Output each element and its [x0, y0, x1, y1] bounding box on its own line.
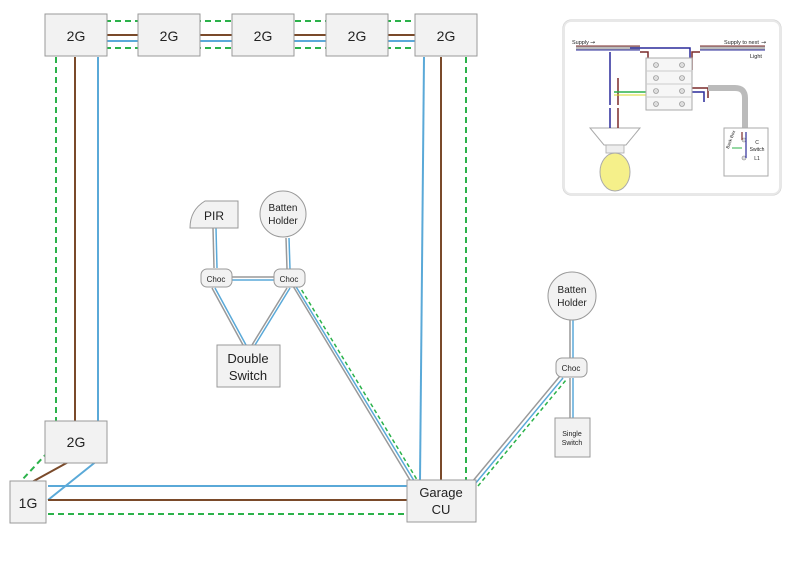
inset-light-label: Light: [750, 54, 762, 60]
inset-switch-c-label: C: [755, 140, 759, 146]
pir-to-choc-a-blue: [215, 227, 218, 269]
socket-2g-top-5: 2G: [414, 13, 478, 57]
inset-wire-to-switch-blue: [690, 91, 705, 102]
inset-wiring-diagram: C Switch L1 Back Box Supply → Supply to …: [562, 19, 782, 196]
socket-2g-top-3-label: 2G: [254, 28, 273, 44]
inset-back-box-label: Back Box: [725, 129, 736, 149]
single-switch: Single Switch: [554, 417, 591, 458]
socket-2g-left-label: 2G: [67, 434, 86, 450]
socket-2g-top-1: 2G: [44, 13, 108, 57]
batten-a-to-choc-b-blue: [288, 237, 291, 270]
inset-switch-label: Switch: [750, 147, 765, 153]
batten-holder-b: Batten Holder: [547, 271, 597, 321]
double-switch-line2: Switch: [229, 368, 267, 383]
double-switch: Double Switch: [216, 344, 281, 388]
choc-a-to-switch-grey: [211, 287, 244, 346]
choc-block-c: Choc: [555, 357, 588, 378]
spur-blue-wire: [47, 459, 99, 501]
socket-1g-label: 1G: [19, 495, 38, 511]
cu-label-line2: CU: [432, 502, 451, 517]
lighting-cables: [211, 227, 574, 487]
choc-b-to-switch-grey: [251, 287, 288, 346]
pir-label: PIR: [204, 209, 224, 223]
batten-holder-a: Batten Holder: [259, 190, 307, 238]
socket-1g-corner: 1G: [9, 480, 47, 524]
socket-2g-left: 2G: [44, 420, 108, 464]
inset-switch-cable: [708, 85, 748, 132]
inset-lamp: [588, 108, 642, 192]
socket-2g-top-1-label: 2G: [67, 28, 86, 44]
cu-to-choc-c-grey: [471, 375, 561, 483]
right-blue-wire: [419, 56, 425, 481]
single-switch-line1: Single: [562, 431, 582, 438]
inset-terminal-block: [645, 57, 693, 111]
inset-supply-arrow: →: [590, 39, 595, 46]
cu-to-choc-c-blue: [474, 377, 564, 485]
cu-label-line1: Garage: [419, 485, 462, 500]
batten-a-line1: Batten: [269, 203, 298, 214]
batten-a-to-choc-b-grey: [285, 237, 288, 270]
cu-to-choc-b-grey: [292, 285, 414, 486]
socket-2g-top-2: 2G: [137, 13, 201, 57]
cu-to-choc-b-blue: [294, 284, 417, 485]
inset-switch-box: C Switch L1 Back Box: [723, 127, 769, 177]
inset-switch-l1-label: L1: [754, 156, 760, 162]
choc-b-to-switch-blue: [254, 287, 291, 346]
inset-next-arrow: →: [761, 39, 766, 46]
single-switch-line2: Switch: [562, 440, 583, 447]
batten-b-line2: Holder: [557, 298, 587, 309]
cu-to-choc-b-earth: [297, 283, 420, 484]
spur-brown-wire: [31, 459, 73, 483]
socket-2g-top-4: 2G: [325, 13, 389, 57]
choc-block-a: Choc: [200, 268, 233, 288]
choc-a-label: Choc: [207, 275, 226, 284]
pir-sensor: PIR: [189, 200, 239, 229]
inset-supply-next-label: Supply to next: [724, 40, 759, 46]
socket-2g-top-4-label: 2G: [348, 28, 367, 44]
choc-a-to-switch-blue: [214, 287, 247, 346]
inset-supply-label: Supply: [572, 40, 589, 46]
cu-to-choc-c-earth: [477, 379, 567, 487]
socket-2g-top-2-label: 2G: [160, 28, 179, 44]
choc-block-b: Choc: [273, 268, 306, 288]
batten-b-line1: Batten: [558, 285, 587, 296]
top-socket-row: 2G 2G 2G 2G 2G: [44, 13, 478, 57]
socket-2g-top-3: 2G: [231, 13, 295, 57]
choc-b-label: Choc: [280, 275, 299, 284]
batten-a-line2: Holder: [268, 216, 298, 227]
bulb-icon: [599, 152, 631, 192]
choc-c-label: Choc: [562, 364, 581, 373]
spur-earth-wire: [21, 451, 49, 481]
garage-consumer-unit: Garage CU: [406, 479, 477, 523]
socket-2g-top-5-label: 2G: [437, 28, 456, 44]
pir-to-choc-a-grey: [212, 227, 215, 269]
double-switch-line1: Double: [227, 351, 268, 366]
inset-wire-blue-1: [630, 47, 691, 62]
